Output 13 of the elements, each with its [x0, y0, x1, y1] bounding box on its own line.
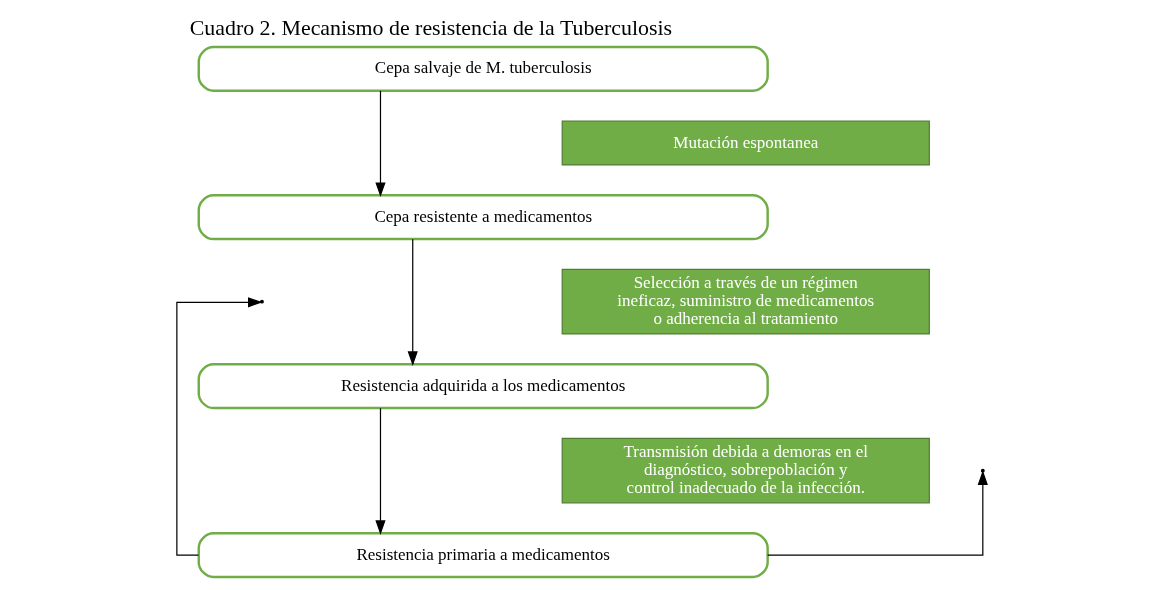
arrow: [374, 90, 386, 198]
node-box: Resistencia adquirida a los medicamentos: [197, 363, 769, 410]
node-box: Resistencia primaria a medicamentos: [197, 532, 769, 579]
node-box: Transmisión debida a demoras en el diagnóstico, sobrepoblación y control inadecuado de la infección.: [561, 437, 930, 504]
arrow: [407, 238, 418, 366]
arrow: [374, 407, 386, 535]
arrow: [766, 470, 988, 556]
arrow: [175, 297, 263, 556]
node-box: Cepa resistente a medicamentos: [197, 194, 769, 241]
node-box: Selección a través de un régimen ineficaz, suministro de medicamentos o adherencia al tratamiento: [561, 268, 930, 335]
diagram-title: Cuadro 2. Mecanismo de resistencia de la Tuberculosis: [189, 16, 672, 41]
node-box: Cepa salvaje de M. tuberculosis: [197, 45, 769, 92]
node-box: Mutación espontanea: [561, 120, 930, 166]
